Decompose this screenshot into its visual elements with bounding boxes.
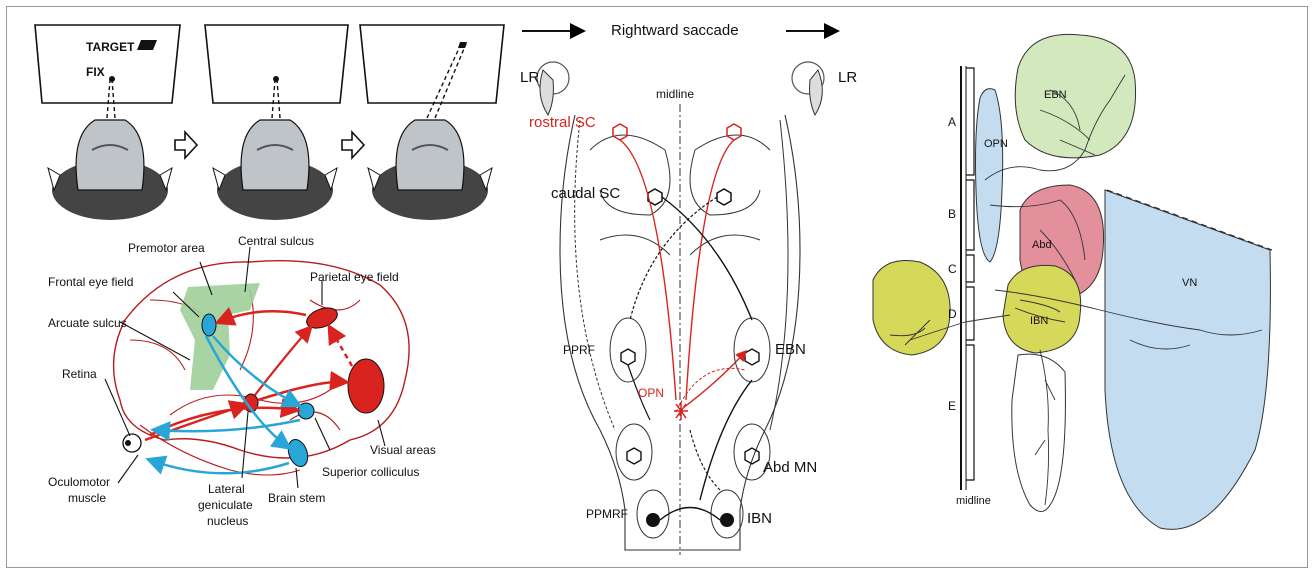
superior-colliculus-label: Superior colliculus — [322, 465, 419, 479]
ibn-label-c: IBN — [1030, 315, 1048, 327]
lr-right-label: LR — [838, 69, 857, 86]
abd-label-c: Abd — [1032, 239, 1052, 251]
visual-areas-label: Visual areas — [370, 443, 436, 457]
ibn-neuron — [720, 513, 734, 527]
parietal-eye-field-label: Parietal eye field — [310, 270, 399, 284]
level-a: A — [948, 115, 956, 129]
visual-areas — [348, 359, 384, 413]
abd-mn-label: Abd MN — [763, 459, 817, 476]
rostral-sc-label: rostral SC — [529, 114, 596, 131]
premotor-area — [180, 283, 260, 390]
premotor-label: Premotor area — [128, 241, 205, 255]
ibn-label: IBN — [747, 510, 772, 527]
ppmrf-neuron — [646, 513, 660, 527]
lr-left-label: LR — [520, 69, 539, 86]
level-d: D — [948, 307, 957, 321]
opn-region — [976, 89, 1003, 262]
morphology-panel: A B C D E midline EBN OPN Abd IBN VN — [873, 34, 1272, 529]
superior-colliculus — [298, 403, 314, 419]
opn-label-c: OPN — [984, 138, 1008, 150]
vn-label-c: VN — [1182, 277, 1197, 289]
frontal-eye-field-label: Frontal eye field — [48, 275, 133, 289]
lgn-label-3: nucleus — [207, 514, 248, 528]
ibn-region — [1003, 265, 1081, 353]
oculomotor-label-2: muscle — [68, 491, 106, 505]
midline-label-c: midline — [956, 495, 991, 507]
brain-stem-label: Brain stem — [268, 491, 325, 505]
monkey-head-1 — [48, 80, 172, 220]
lgn-label-2: geniculate — [198, 498, 253, 512]
pprf-label: PPRF — [563, 343, 595, 357]
left-eye — [537, 62, 569, 115]
target-label: TARGET — [86, 40, 135, 54]
saccade-sequence: TARGET FIX — [35, 25, 504, 220]
midline-label: midline — [656, 87, 694, 101]
right-eye — [792, 62, 824, 115]
rostral-sc-neuron-right — [727, 124, 741, 140]
ebn-region — [1015, 34, 1135, 157]
rostral-sc-neuron-left — [613, 124, 627, 140]
sequence-arrow-1 — [175, 132, 197, 158]
retina-label: Retina — [62, 367, 97, 381]
screen-2 — [205, 25, 348, 103]
screen-3 — [360, 25, 504, 103]
oculomotor-label-1: Oculomotor — [48, 475, 110, 489]
pprf-oval — [610, 318, 646, 382]
left-abd-oval — [616, 424, 652, 480]
level-b: B — [948, 207, 956, 221]
opn-label: OPN — [638, 386, 664, 400]
ebn-oval — [734, 318, 770, 382]
vn-region — [1105, 190, 1270, 529]
arcuate-sulcus-label: Arcuate sulcus — [48, 316, 127, 330]
monkey-head-3 — [368, 44, 492, 220]
ebn-label-c: EBN — [1044, 89, 1067, 101]
brain-diagram: Premotor area Central sulcus Parietal ey… — [48, 234, 436, 528]
screen-1 — [35, 25, 180, 103]
e-region — [1012, 354, 1066, 511]
frontal-eye-field — [202, 314, 216, 336]
caudal-sc-label: caudal SC — [551, 185, 620, 202]
target-marker — [137, 40, 157, 50]
monkey-head-2 — [213, 80, 337, 220]
ebn-label: EBN — [775, 341, 806, 358]
fix-label: FIX — [86, 65, 105, 79]
level-c: C — [948, 262, 957, 276]
level-e: E — [948, 399, 956, 413]
left-yellow-region — [873, 260, 950, 355]
panel-b-title: Rightward saccade — [611, 22, 739, 39]
lgn-label-1: Lateral — [208, 482, 245, 496]
caudal-sc-neuron-right — [717, 189, 731, 205]
saccade-circuit: Rightward saccade LR LR midline — [520, 22, 857, 555]
central-sulcus-label: Central sulcus — [238, 234, 314, 248]
ppmrf-label: PPMRF — [586, 507, 628, 521]
sequence-arrow-2 — [342, 132, 364, 158]
